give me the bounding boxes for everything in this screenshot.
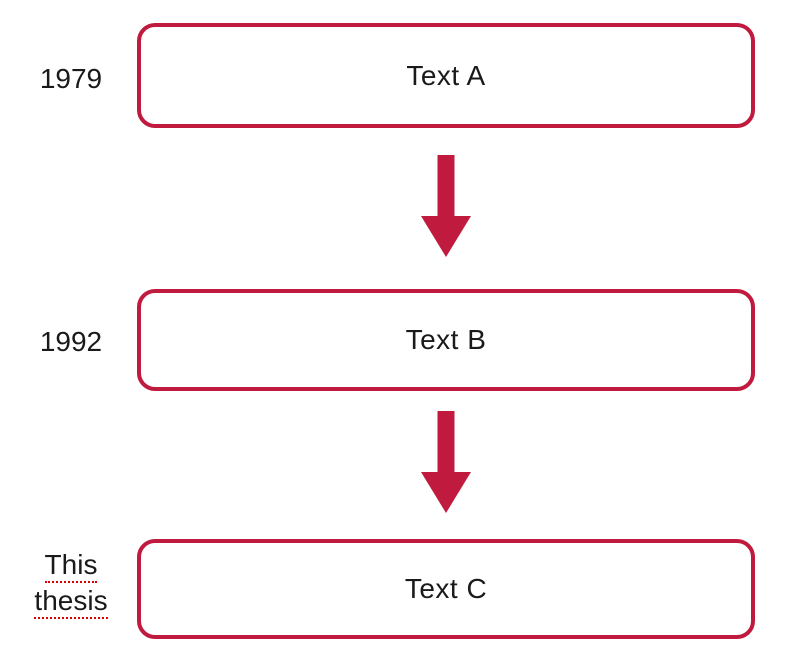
- this-thesis-label-line1: This: [44, 549, 98, 583]
- flow-box-text-c: Text C: [137, 539, 755, 639]
- down-arrow-shape: [421, 411, 471, 513]
- down-arrow-shape: [421, 155, 471, 257]
- this-thesis-label: This thesis: [21, 547, 121, 619]
- year-label-1979: 1979: [39, 63, 103, 94]
- flow-box-text-a-label: Text A: [406, 59, 486, 91]
- flow-box-text-c-label: Text C: [404, 573, 488, 604]
- this-thesis-label-line2: thesis: [34, 585, 108, 619]
- flow-box-text-b: Text B: [137, 289, 755, 391]
- flow-box-text-b-label: Text B: [405, 324, 487, 355]
- year-label-1992: 1992: [39, 326, 103, 357]
- flow-box-text-a: Text A: [137, 23, 755, 128]
- down-arrow-icon: [421, 411, 471, 513]
- down-arrow-icon: [421, 155, 471, 257]
